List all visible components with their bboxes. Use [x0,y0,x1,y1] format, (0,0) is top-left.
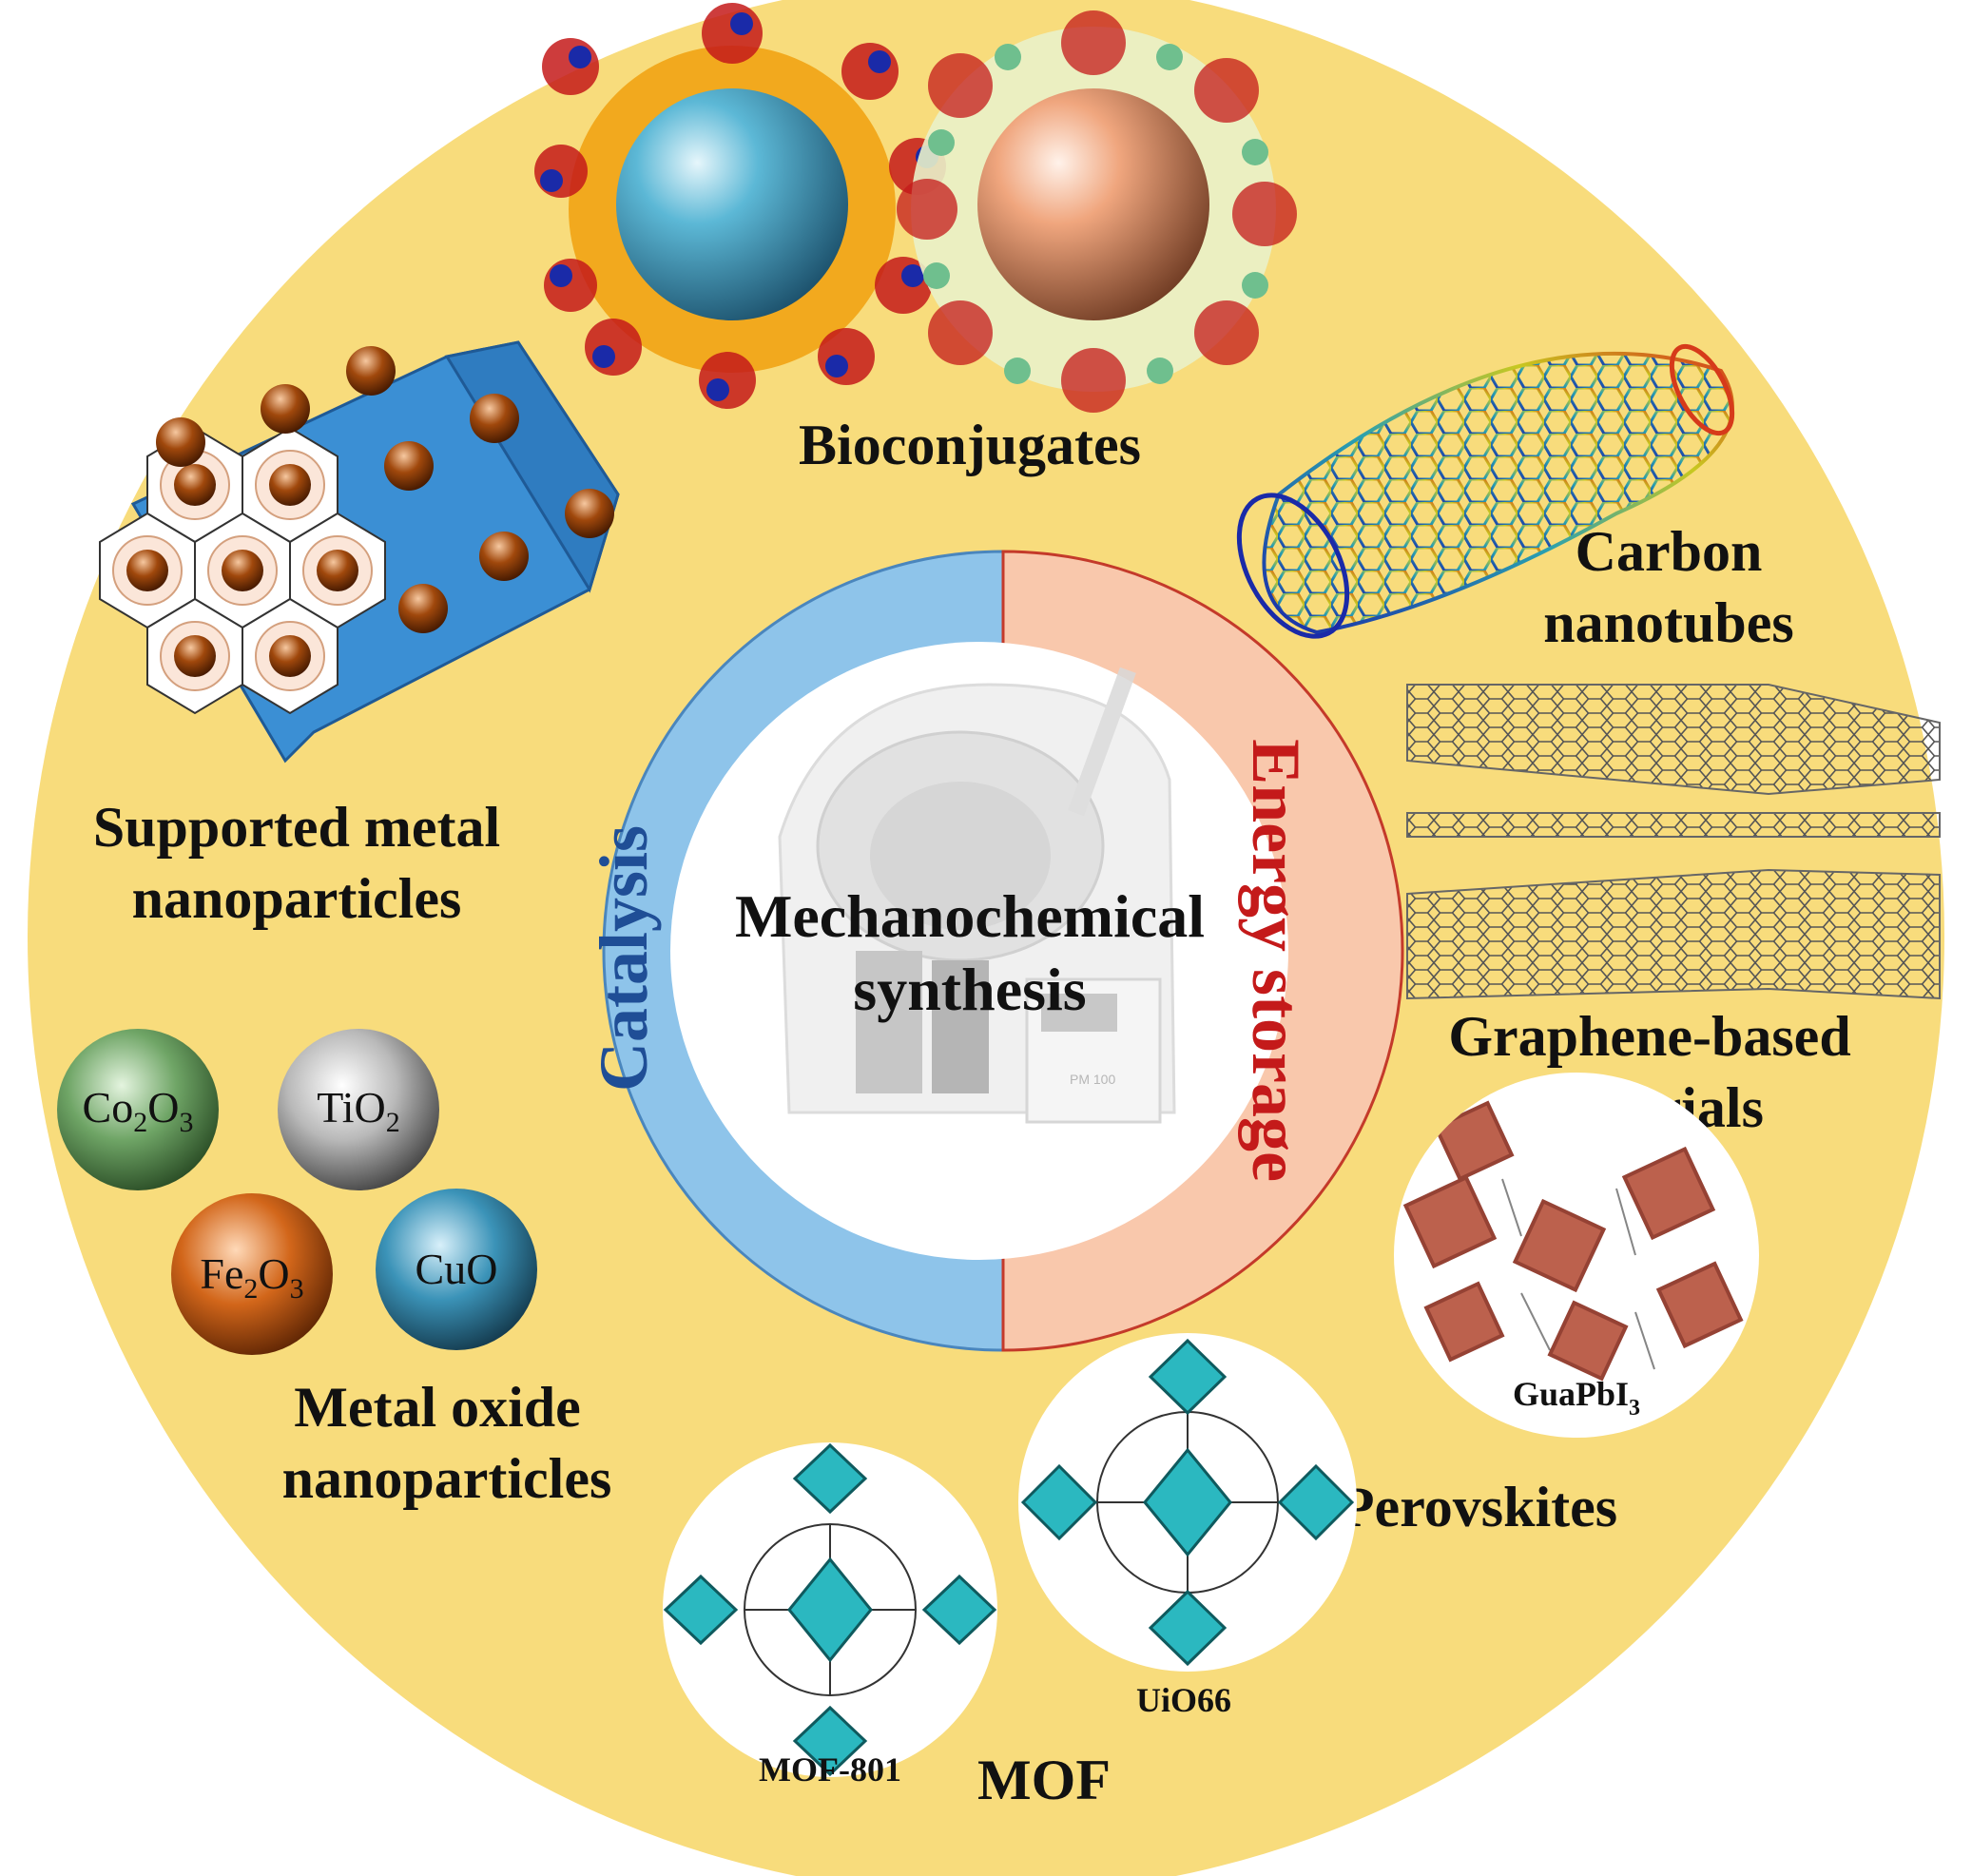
metal-oxide-label-line1: Metal oxide [294,1376,581,1439]
metal-oxide-spheres [57,1029,537,1355]
metal-oxide-label-line2: nanoparticles [282,1447,612,1510]
supported-metal-label-line2: nanoparticles [132,867,462,930]
graphene-label-line1: Graphene-based [1448,1005,1850,1068]
carbon-nanotubes-label-line2: nanotubes [1543,591,1793,654]
center-title-line1: Mechanochemical [735,882,1205,950]
graphene-sheets-illustration [1406,684,1941,1000]
uio66-structure-illustration [1020,1338,1355,1667]
tio2-sphere [278,1029,439,1190]
perovskite-compound-label: GuaPbI3 [1513,1375,1640,1421]
co2o3-label: Co2O3 [83,1083,194,1138]
supported-nanoparticles-illustration [99,340,620,764]
mof-label: MOF [977,1749,1111,1811]
bioconjugates-label: Bioconjugates [799,414,1141,476]
catalysis-label: Catalysis [586,825,662,1092]
planetary-ball-mill-image: PM 100 [778,667,1176,1124]
cuo-sphere [376,1189,537,1350]
device-model-label: PM 100 [1070,1072,1115,1087]
energy-storage-label: Energy storage [1238,739,1314,1182]
fe2o3-label: Fe2O3 [200,1249,303,1305]
bioconjugates-illustration [534,3,1297,413]
tio2-label: TiO2 [317,1083,399,1138]
mof-801-label: MOF-801 [759,1750,901,1789]
co2o3-sphere [57,1029,219,1190]
supported-metal-label-line1: Supported metal [93,796,500,859]
carbon-nanotube-illustration [1236,343,1735,639]
center-title-line2: synthesis [853,956,1086,1023]
mof-801-structure-illustration [663,1442,997,1777]
perovskites-label: Perovskites [1340,1476,1617,1538]
uio66-label: UiO66 [1136,1681,1231,1719]
carbon-nanotubes-label-line1: Carbon [1576,520,1763,583]
perovskite-structure-illustration [1402,1100,1744,1382]
fe2o3-sphere [171,1193,333,1355]
cuo-label: CuO [416,1245,498,1293]
